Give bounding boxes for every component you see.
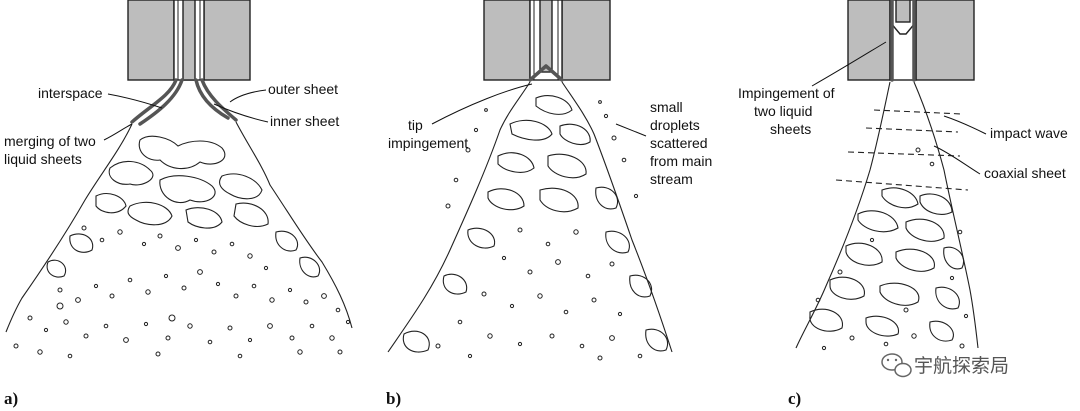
panel-label-a: a) [4,389,18,408]
spray-edge-a-right [235,121,353,329]
label-small-line1: small [650,99,683,115]
label-merging-line1: merging of two [4,133,96,149]
watermark-text: 宇航探索局 [914,355,1009,377]
label-tip-line1: tip [408,117,423,133]
leader-interspace [107,93,163,109]
sheet-inner-b [194,78,230,120]
impact-waves-c [835,109,969,191]
label-imp-line3: sheets [770,121,811,137]
leader-tip [431,83,533,125]
leader-impingement [811,41,887,87]
leader-merging [103,123,133,141]
nozzle-c [847,0,975,82]
ligaments-b [402,95,668,353]
label-small-line5: stream [650,171,693,187]
label-imp-line1: Impingement of [738,85,835,101]
spray-edge-c-left [795,81,891,349]
ligaments-c [809,187,964,342]
panel-label-b: b) [386,389,401,408]
spray-edge-b-right [561,81,673,353]
label-impact-wave: impact wave [990,125,1068,141]
wechat-icon [881,353,912,378]
outer-sheet-a [200,78,238,122]
label-imp-line2: two liquid [754,103,812,119]
leader-inner-sheet [213,103,269,123]
leader-outer-sheet [229,89,267,103]
droplets-a [13,225,351,359]
label-outer-sheet: outer sheet [268,81,338,97]
label-interspace: interspace [38,85,103,101]
panel-c: Impingement of two liquid sheets impact … [738,0,1068,408]
label-coaxial-sheet: coaxial sheet [984,165,1066,181]
panel-label-c: c) [788,389,801,408]
droplets-b [435,100,643,361]
label-inner-sheet: inner sheet [270,113,339,129]
leader-small-droplets [615,123,647,137]
spray-edge-c-right [913,81,979,349]
ligaments-a [46,135,320,278]
spray-edge-b-left [387,81,531,353]
watermark: 宇航探索局 [881,353,1009,378]
spray-edge-a-left [5,123,133,333]
leader-impact-wave [943,115,987,135]
sheet-inner-a [138,78,184,126]
droplets-c [815,147,969,351]
nozzle-a [127,0,251,81]
panel-b: tip impingement small droplets scattered… [386,0,712,408]
label-small-line3: scattered [650,135,708,151]
label-merging-line2: liquid sheets [4,151,82,167]
inner-sheet-a [130,78,178,124]
leader-coaxial-sheet [933,145,981,175]
nozzle-b [483,0,611,82]
label-small-line4: from main [650,153,712,169]
label-tip-line2: impingement [388,135,468,151]
label-small-line2: droplets [650,117,700,133]
panel-a: interspace outer sheet inner sheet mergi… [4,0,353,408]
